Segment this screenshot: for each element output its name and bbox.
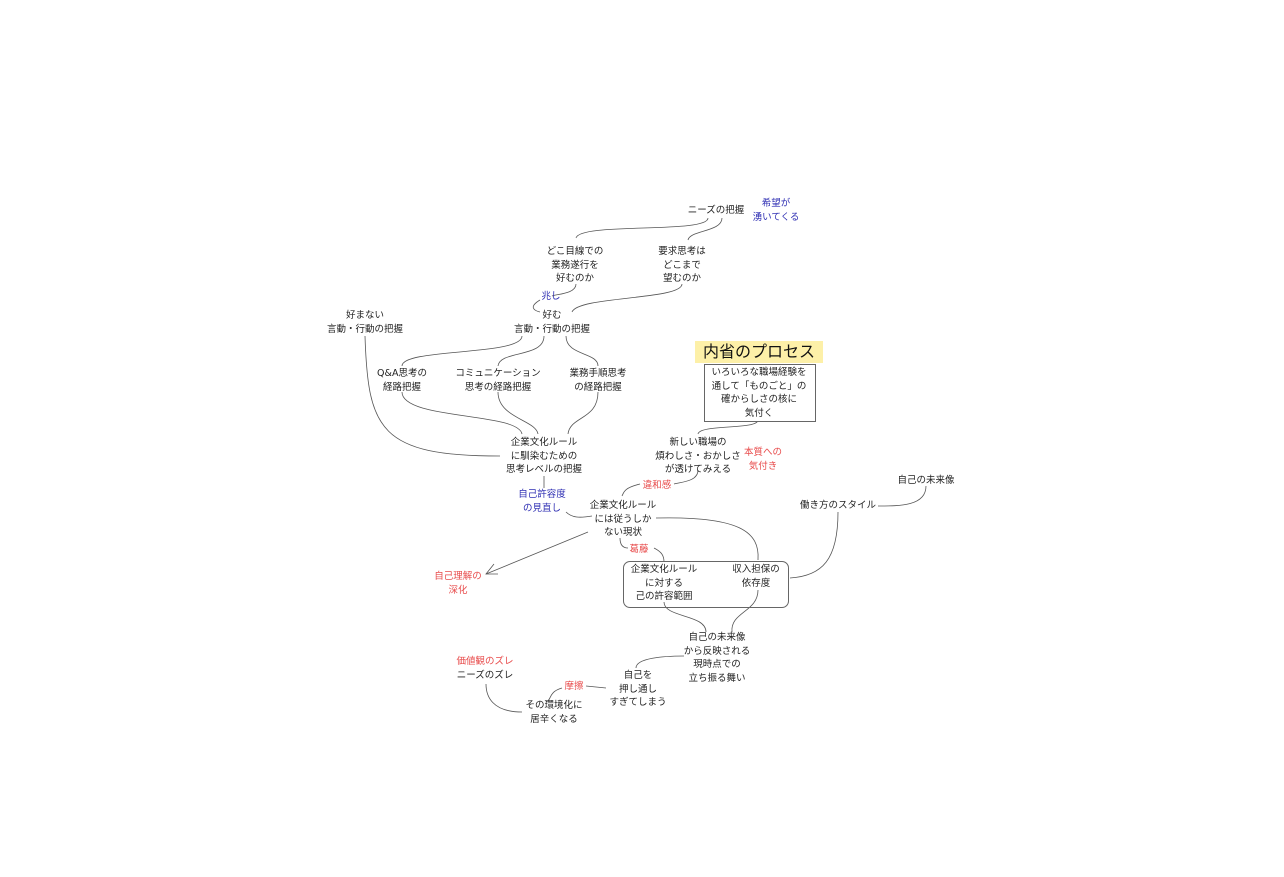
node-reflected: 自己の未来像 から反映される 現時点での 立ち振る舞い	[683, 632, 751, 684]
link-income-reflected	[731, 589, 759, 633]
node-intro: いろいろな職場経験を 通して「ものごと」の 確からしさの核に 気付く	[711, 367, 807, 419]
node-dislikes: 好まない 言動・行動の把握	[326, 310, 404, 335]
link-needs-demand	[687, 217, 723, 241]
node-friction: 摩擦	[564, 681, 584, 692]
link-intro-newjob	[697, 419, 759, 435]
node-demand: 要求思考は どこまで 望むのか	[658, 246, 706, 284]
node-likes: 好む 言動・行動の把握	[513, 310, 591, 335]
link-friction-uncomf	[545, 687, 563, 703]
node-tolerance-range: 企業文化ルール に対する 己の許容範囲	[630, 564, 698, 602]
link-follow-understanding	[485, 531, 589, 575]
node-essence: 本質への 気付き	[743, 447, 783, 472]
node-follow: 企業文化ルール には従うしか ない現状	[589, 500, 657, 538]
node-discomfort: 違和感	[642, 480, 672, 491]
link-push-friction	[585, 685, 607, 689]
node-conflict: 葛藤	[629, 544, 649, 555]
link-comm-culture	[497, 391, 539, 435]
link-demand-likes	[571, 283, 683, 313]
node-uncomfortable: その環境化に 居辛くなる	[525, 700, 583, 725]
node-income: 収入担保の 依存度	[732, 564, 780, 589]
node-work-style: 働き方のスタイル	[799, 500, 877, 511]
node-hope: 希望が 湧いてくる	[752, 198, 800, 223]
link-discomfort-follow	[621, 483, 641, 497]
link-dislikes-culture	[364, 335, 501, 457]
node-self-understanding: 自己理解の 深化	[434, 571, 482, 596]
node-proc: 業務手順思考 の経路把握	[569, 368, 627, 393]
node-newjob: 新しい職場の 煩わしさ・おかしさ が透けてみえる	[655, 437, 741, 475]
page-title: 内省のプロセス	[695, 341, 823, 363]
node-future-self: 自己の未来像	[897, 475, 955, 486]
node-comm: コミュニケーション 思考の経路把握	[455, 368, 541, 393]
link-style-rbox	[789, 511, 839, 579]
link-likes-comm	[497, 335, 545, 367]
link-sign-likes	[532, 299, 541, 313]
link-where-sign	[551, 283, 577, 297]
node-push: 自己を 押し通し すぎてしまう	[609, 670, 667, 708]
link-follow-conflict	[619, 537, 629, 549]
link-range-reflected	[663, 601, 707, 633]
introspection-box	[704, 364, 816, 422]
node-qa: Q&A思考の 経路把握	[377, 368, 427, 393]
link-needs-where	[575, 217, 709, 239]
node-needs: ニーズの把握	[687, 205, 745, 216]
link-qa-culture	[401, 391, 523, 435]
node-where: どこ目線での 業務遂行を 好むのか	[546, 246, 604, 284]
link-tolerance-follow	[565, 511, 593, 518]
node-values-gap: 価値観のズレ	[456, 656, 514, 667]
link-proc-culture	[567, 391, 599, 435]
link-reflected-push	[635, 655, 685, 669]
link-conflict-range	[653, 547, 665, 563]
constraint-group-box	[623, 561, 789, 608]
link-newjob-discomfort	[673, 469, 699, 485]
link-likes-proc	[565, 335, 599, 367]
link-future-style	[877, 485, 927, 507]
node-tolerance-review: 自己許容度 の見直し	[518, 489, 566, 514]
node-sign: 兆し	[541, 291, 561, 302]
arrow-head	[485, 563, 498, 575]
node-needs-gap: ニーズのズレ	[456, 670, 514, 681]
link-uncomf-gap	[485, 683, 523, 713]
node-culture: 企業文化ルール に馴染むための 思考レベルの把握	[505, 437, 583, 475]
link-likes-qa	[401, 335, 523, 367]
link-follow-income	[655, 517, 759, 561]
